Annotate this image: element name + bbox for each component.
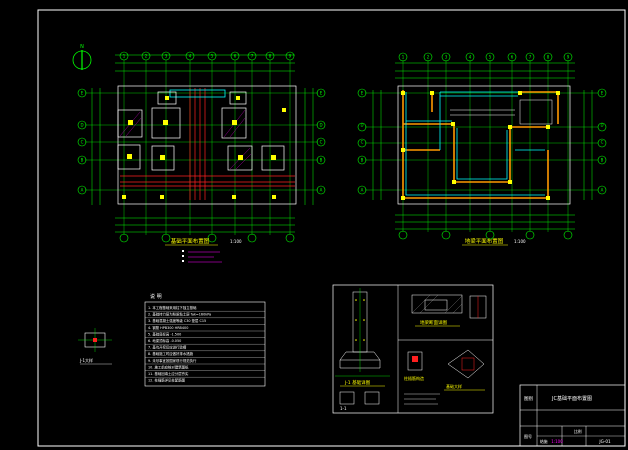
foundation-plan-scale: 1:100 xyxy=(230,239,242,244)
small-detail-label: J-1大样 xyxy=(79,357,93,363)
grid-label-right-top: 5 xyxy=(489,55,492,60)
sheet-border xyxy=(37,9,626,447)
grid-label-right-side: A xyxy=(361,188,364,193)
grid-label-left-side: E xyxy=(320,91,323,96)
grid-label-right-top: 3 xyxy=(445,55,448,60)
detail-sheet-block: J-1 基础详图 1-1 地梁断面详图 柱插筋构造 基础大样 xyxy=(332,284,494,414)
title-block-scale-label: 比例 xyxy=(574,429,582,434)
grid-label-left-top: 3 xyxy=(165,54,168,59)
title-block: 图别 JC基础平面布置图 图号 结施 比例 1:100 JG-01 xyxy=(519,384,626,447)
grid-label-left-side: A xyxy=(81,188,84,193)
grid-label-right-top: 9 xyxy=(567,55,570,60)
grid-label-right-top: 6 xyxy=(511,55,514,60)
foundation-plan: N 基础平面布置图 1:100 xyxy=(72,44,326,263)
grid-label-right-side: A xyxy=(601,188,604,193)
notes-table: 说 明 1. 本工程基础采用柱下独立基础 2. 基础持力层为粉质粘土层 fak=1… xyxy=(144,293,266,387)
grid-label-left-top: 1 xyxy=(123,54,126,59)
notes-title: 说 明 xyxy=(150,293,162,300)
title-block-sheet-number: JG-01 xyxy=(598,439,611,444)
grid-label-left-top: 9 xyxy=(289,54,292,59)
grid-label-left-top: 7 xyxy=(251,54,254,59)
note-line: 11. 基础回填土应分层夯实 xyxy=(148,371,189,376)
note-line: 10. 施工前应核对建筑图纸 xyxy=(148,364,189,369)
grid-label-right-top: 2 xyxy=(427,55,430,60)
title-block-type-label: 结施 xyxy=(540,439,548,444)
note-line: 3. 基础混凝土强度等级 C30 垫层 C15 xyxy=(148,318,206,323)
grid-label-right-side: B xyxy=(361,158,364,163)
north-arrow-icon: N xyxy=(72,44,92,70)
title-block-number-label: 图号 xyxy=(524,433,532,439)
note-line: 6. 地梁顶标高 -0.050 xyxy=(148,338,181,343)
beam-plan-scale: 1:100 xyxy=(514,239,526,244)
grid-label-left-top: 5 xyxy=(211,54,214,59)
grid-label-left-side: D xyxy=(80,123,83,128)
north-label: N xyxy=(80,44,84,50)
grid-labels: 1 2 3 4 5 6 7 8 9 1 2 3 4 5 6 7 8 9A A B B C C D D E E A A B B C C D D E E xyxy=(80,54,603,193)
grid-label-left-side: B xyxy=(81,158,84,163)
grid-label-right-top: 7 xyxy=(529,55,532,60)
detail-2-title: 地梁断面详图 xyxy=(420,319,447,326)
grid-label-left-side: A xyxy=(320,188,323,193)
grid-label-right-side: D xyxy=(360,123,363,128)
detail-1-title: J-1 基础详图 xyxy=(344,379,371,386)
grid-label-right-side: E xyxy=(601,91,604,96)
grid-label-left-top: 2 xyxy=(145,54,148,59)
note-line: 4. 钢筋 HPB300 HRB400 xyxy=(148,325,188,330)
note-line: 2. 基础持力层为粉质粘土层 fak=160kPa xyxy=(148,312,211,317)
grid-label-right-top: 1 xyxy=(402,55,405,60)
grid-label-left-side: C xyxy=(81,140,84,145)
grid-label-left-top: 4 xyxy=(189,54,192,59)
title-block-category-label: 图别 xyxy=(524,395,533,402)
drawing-title: JC基础平面布置图 xyxy=(551,395,592,402)
beam-plan-title: 地梁平面布置图 xyxy=(465,237,504,245)
grid-label-right-side: D xyxy=(600,123,603,128)
grid-label-left-top: 8 xyxy=(269,54,272,59)
small-footing-detail: J-1大样 xyxy=(78,328,112,365)
grid-label-left-top: 6 xyxy=(234,54,237,59)
grid-label-right-top: 8 xyxy=(547,55,550,60)
detail-3-title: 柱插筋构造 xyxy=(404,375,424,381)
grid-label-right-top: 4 xyxy=(469,55,472,60)
detail-5-title: 1-1 xyxy=(340,406,347,411)
note-line: 1. 本工程基础采用柱下独立基础 xyxy=(148,305,197,310)
note-line: 12. 柱插筋详见柱配筋图 xyxy=(148,378,186,383)
grid-label-right-side: B xyxy=(601,158,604,163)
note-line: 9. 未尽事宜按国家现行规范执行 xyxy=(148,358,197,363)
foundation-plan-title: 基础平面布置图 xyxy=(171,237,210,245)
title-block-scale-value: 1:100 xyxy=(551,439,563,444)
ground-beam-plan: 地梁平面布置图 1:100 xyxy=(357,52,607,246)
grid-label-right-side: E xyxy=(361,91,364,96)
grid-label-left-side: C xyxy=(320,140,323,145)
grid-label-left-side: E xyxy=(81,91,84,96)
grid-label-left-side: D xyxy=(319,123,322,128)
note-line: 7. 基坑开挖后应进行验槽 xyxy=(148,345,187,350)
note-line: 5. 基础底标高 -1.500 xyxy=(148,331,181,336)
grid-label-left-side: B xyxy=(320,158,323,163)
grid-label-right-side: C xyxy=(361,140,364,145)
note-line: 8. 基础施工时应做好排水措施 xyxy=(148,351,194,356)
detail-4-title: 基础大样 xyxy=(446,383,462,389)
grid-label-right-side: C xyxy=(601,140,604,145)
